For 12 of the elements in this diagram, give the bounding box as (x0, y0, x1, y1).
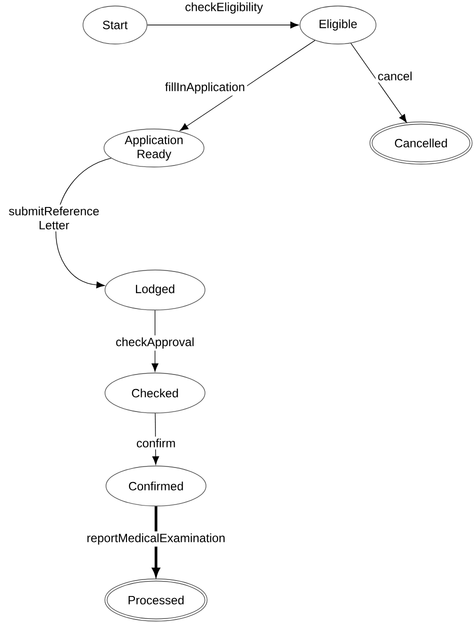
arrow (180, 40, 316, 131)
arrow (350, 42, 407, 123)
arrow (152, 506, 160, 576)
edge-label: reportMedicalExamination (84, 531, 228, 547)
edge-label: submitReference Letter (2, 204, 106, 232)
edge-label: checkEligibility (182, 0, 266, 16)
edge-label: checkApproval (114, 335, 196, 351)
edge-label: fillInApplication (162, 80, 248, 96)
arrow (152, 413, 160, 465)
edge-label: cancel (376, 70, 414, 82)
arrow (147, 22, 299, 28)
edge-label: confirm (134, 436, 178, 450)
